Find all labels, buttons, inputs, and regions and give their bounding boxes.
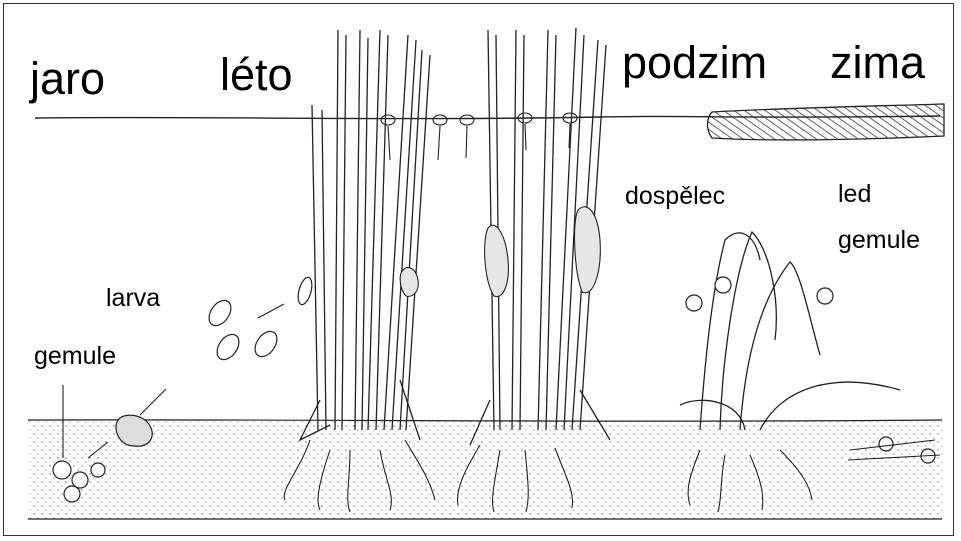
reed-clump-winter [680, 232, 900, 430]
ice-sheet [708, 104, 945, 140]
young-sponge [400, 268, 418, 297]
adult-label: dospělec [625, 184, 725, 209]
gemmule-spring-label: gemule [34, 344, 116, 369]
reed-clump-summer [300, 30, 430, 440]
season-spring-label: jaro [30, 56, 105, 101]
season-winter-label: zima [830, 40, 925, 85]
ice-label: led [838, 182, 871, 207]
season-autumn-label: podzim [622, 40, 767, 85]
adult-sponge-2 [575, 207, 601, 293]
season-summer-label: léto [220, 52, 293, 97]
sediment-layer [28, 420, 942, 520]
adult-sponge-1 [485, 225, 509, 296]
gemmule-winter-label: gemule [838, 228, 920, 253]
larva-label: larva [106, 286, 160, 311]
swimming-larvae [205, 276, 315, 364]
